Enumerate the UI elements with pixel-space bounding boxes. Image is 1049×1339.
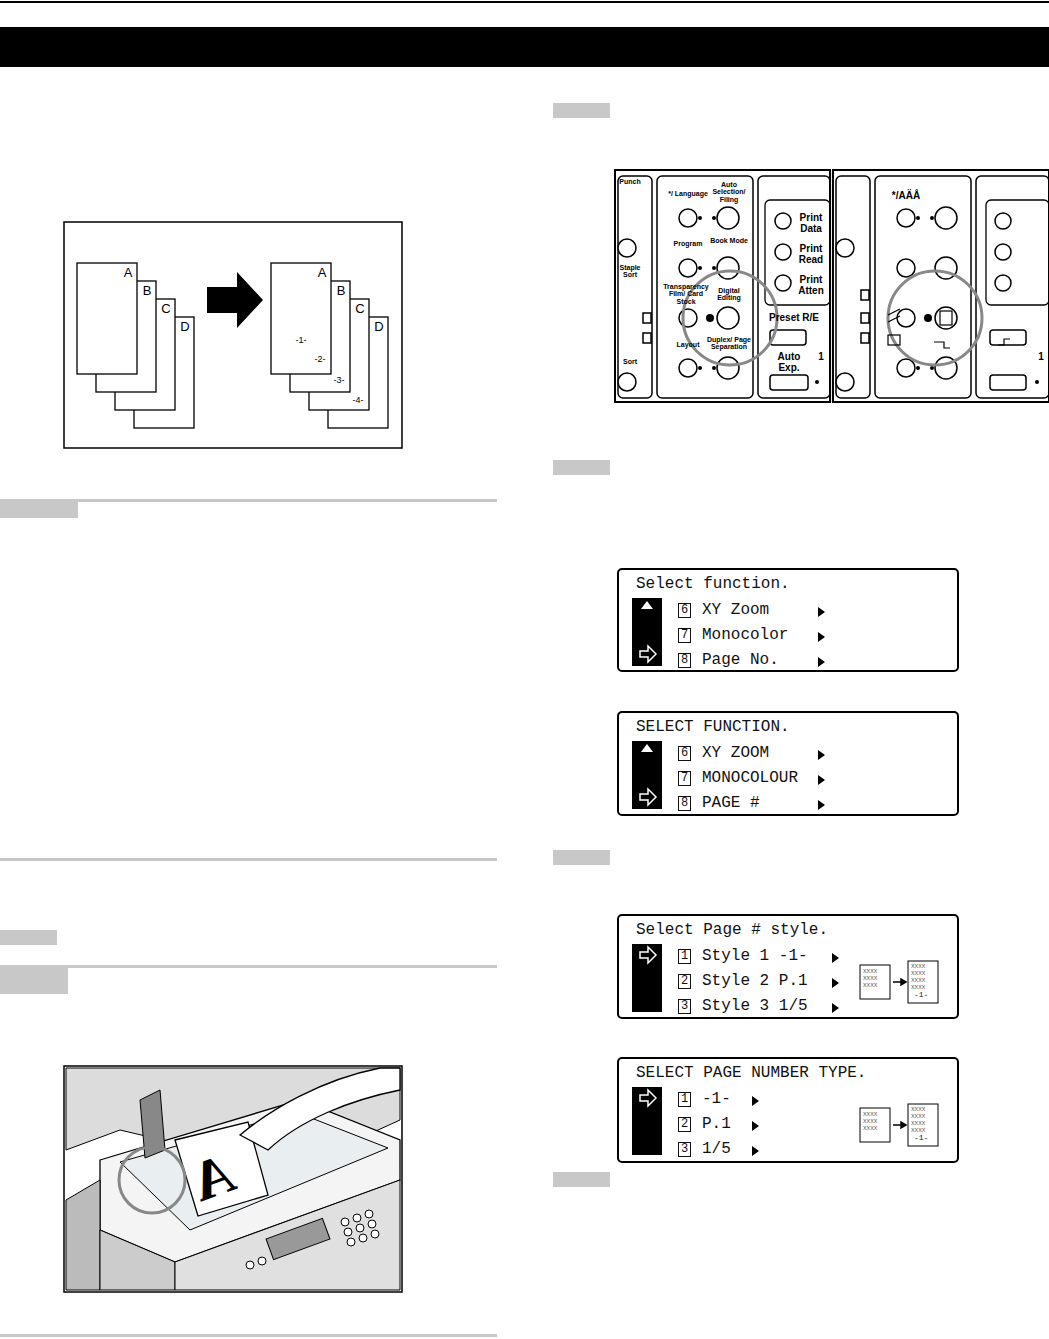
page-mark: C bbox=[353, 302, 367, 316]
menu-item: -1- bbox=[702, 1091, 731, 1109]
menu-item: XY Zoom bbox=[702, 602, 769, 620]
button-label: 1 bbox=[1036, 352, 1046, 363]
button-label: */ Language bbox=[668, 190, 708, 197]
button-label: Print Read bbox=[793, 244, 829, 265]
button-label: Staple Sort bbox=[614, 264, 646, 279]
lcd-screen: SELECT PAGE NUMBER TYPE. 1 -1- 2 P.1 3 1/5 XXXX… bbox=[618, 1058, 958, 1162]
lcd-screen: SELECT FUNCTION. 6 XY ZOOM 7 MONOCOLOUR 8 PAGE… bbox=[618, 712, 958, 815]
button-label: Transparency Film/ Card Stock bbox=[660, 283, 712, 305]
page-mark: D bbox=[372, 320, 386, 334]
button-label: Program bbox=[668, 240, 708, 247]
icon-text: XXXX bbox=[863, 969, 877, 976]
page-mark: B bbox=[140, 284, 154, 298]
key-number: 3 bbox=[678, 1142, 691, 1157]
control-panel bbox=[615, 170, 1049, 402]
button-label: Auto Exp. bbox=[771, 352, 807, 373]
top-rule bbox=[0, 1, 1049, 3]
lcd-screen: Select function. 6 XY Zoom 7 Monocolor 8 Page … bbox=[618, 569, 958, 671]
menu-item: PAGE # bbox=[702, 795, 760, 813]
icon-text: XXXX bbox=[911, 1121, 925, 1128]
icon-text: -1- bbox=[914, 991, 928, 1000]
icon-text: XXXX bbox=[911, 971, 925, 978]
page-mark: C bbox=[159, 302, 173, 316]
key-number: 3 bbox=[678, 999, 691, 1014]
page-mark: -2- bbox=[308, 355, 332, 364]
key-number: 2 bbox=[678, 974, 691, 989]
screen-prompt: SELECT PAGE NUMBER TYPE. bbox=[636, 1065, 866, 1083]
page-mark: B bbox=[334, 284, 348, 298]
icon-text: XXXX bbox=[911, 1114, 925, 1121]
icon-text: XXXX bbox=[911, 978, 925, 985]
heading-bar bbox=[0, 27, 1049, 67]
menu-item: 1/5 bbox=[702, 1141, 731, 1159]
step-tabs bbox=[0, 103, 610, 1187]
menu-item: Page No. bbox=[702, 652, 779, 670]
button-label: */AÄÅ bbox=[884, 191, 928, 202]
page-mark: -4- bbox=[346, 396, 370, 405]
icon-text: XXXX bbox=[911, 964, 925, 971]
menu-item: XY ZOOM bbox=[702, 745, 769, 763]
screen-prompt: Select function. bbox=[636, 576, 790, 594]
menu-item: Style 2 P.1 bbox=[702, 973, 808, 991]
icon-text: XXXX bbox=[863, 1126, 877, 1133]
figure-frame bbox=[64, 222, 402, 448]
page-mark: D bbox=[178, 320, 192, 334]
key-number: 6 bbox=[678, 603, 691, 618]
lcd-screens bbox=[618, 569, 958, 1162]
button-label: Layout bbox=[668, 341, 708, 348]
icon-text: XXXX bbox=[863, 976, 877, 983]
icon-text: XXXX bbox=[863, 983, 877, 990]
key-number: 6 bbox=[678, 746, 691, 761]
page-mark: -3- bbox=[327, 376, 351, 385]
icon-text: XXXX bbox=[911, 1107, 925, 1114]
lcd-screen: Select Page # style. 1 Style 1 -1- 2 Style 2… bbox=[618, 915, 958, 1018]
original-sheets bbox=[77, 263, 194, 428]
page-mark: A bbox=[315, 266, 329, 280]
step-rules bbox=[0, 499, 497, 1337]
numbered-sheets bbox=[271, 263, 388, 428]
menu-item: Style 1 -1- bbox=[702, 948, 808, 966]
button-label: Punch bbox=[614, 178, 646, 185]
button-label: Duplex/ Page Separation bbox=[706, 336, 752, 351]
menu-item: Style 3 1/5 bbox=[702, 998, 808, 1016]
page-mark: A bbox=[121, 266, 135, 280]
menu-item: Monocolor bbox=[702, 627, 788, 645]
key-number: 1 bbox=[678, 949, 691, 964]
key-number: 7 bbox=[678, 628, 691, 643]
key-number: 2 bbox=[678, 1117, 691, 1132]
icon-text: XXXX bbox=[863, 1119, 877, 1126]
icon-text: XXXX bbox=[863, 1112, 877, 1119]
menu-item: P.1 bbox=[702, 1116, 731, 1134]
key-number: 8 bbox=[678, 653, 691, 668]
icon-text: -1- bbox=[914, 1134, 928, 1143]
button-label: Print Data bbox=[793, 213, 829, 234]
screen-prompt: SELECT FUNCTION. bbox=[636, 719, 790, 737]
block-arrow bbox=[207, 272, 263, 328]
button-label: Sort bbox=[614, 358, 646, 365]
key-number: 7 bbox=[678, 771, 691, 786]
menu-item: MONOCOLOUR bbox=[702, 770, 798, 788]
copier-illustration bbox=[64, 1066, 402, 1292]
button-label: Book Mode bbox=[709, 237, 749, 244]
button-label: 1 bbox=[816, 352, 826, 363]
page-mark: -1- bbox=[289, 336, 313, 345]
button-label: Preset R/E bbox=[763, 313, 825, 324]
key-number: 1 bbox=[678, 1092, 691, 1107]
screen-prompt: Select Page # style. bbox=[636, 922, 828, 940]
button-label: Auto Selection/ Filing bbox=[706, 181, 752, 203]
key-number: 8 bbox=[678, 796, 691, 811]
button-label: Print Atten bbox=[793, 275, 829, 296]
button-label: Digital Editing bbox=[709, 287, 749, 302]
